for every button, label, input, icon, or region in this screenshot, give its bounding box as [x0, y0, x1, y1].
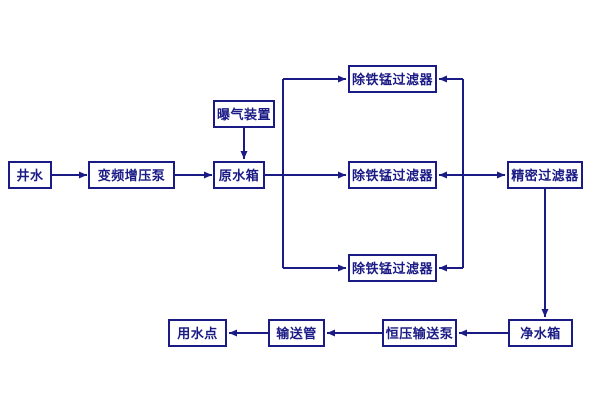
node-pump: 变频增压泵 — [88, 161, 175, 189]
node-pipe-label: 输送管 — [276, 325, 317, 341]
node-raw-tank: 原水箱 — [213, 161, 265, 189]
node-clean-tank: 净水箱 — [508, 319, 573, 347]
node-well-label: 井水 — [16, 167, 44, 183]
node-filter-top: 除铁锰过滤器 — [348, 65, 437, 93]
node-pipe: 输送管 — [268, 319, 325, 347]
node-pump-label: 变频增压泵 — [97, 167, 166, 183]
node-aeration: 曝气装置 — [213, 100, 275, 128]
node-raw-tank-label: 原水箱 — [218, 167, 260, 183]
node-filter-bottom: 除铁锰过滤器 — [348, 254, 437, 282]
node-precision-filter-label: 精密过滤器 — [511, 167, 579, 183]
node-filter-mid: 除铁锰过滤器 — [348, 161, 437, 189]
node-filter-mid-label: 除铁锰过滤器 — [351, 167, 433, 183]
node-filter-bottom-label: 除铁锰过滤器 — [351, 260, 433, 276]
node-precision-filter: 精密过滤器 — [507, 161, 583, 189]
node-pressure-pump: 恒压输送泵 — [382, 319, 457, 347]
node-use-point-label: 用水点 — [177, 325, 218, 341]
node-filter-top-label: 除铁锰过滤器 — [351, 71, 433, 87]
node-use-point: 用水点 — [168, 319, 227, 347]
node-pressure-pump-label: 恒压输送泵 — [385, 325, 454, 341]
node-aeration-label: 曝气装置 — [216, 106, 271, 122]
node-well: 井水 — [8, 161, 52, 189]
node-clean-tank-label: 净水箱 — [520, 325, 561, 341]
